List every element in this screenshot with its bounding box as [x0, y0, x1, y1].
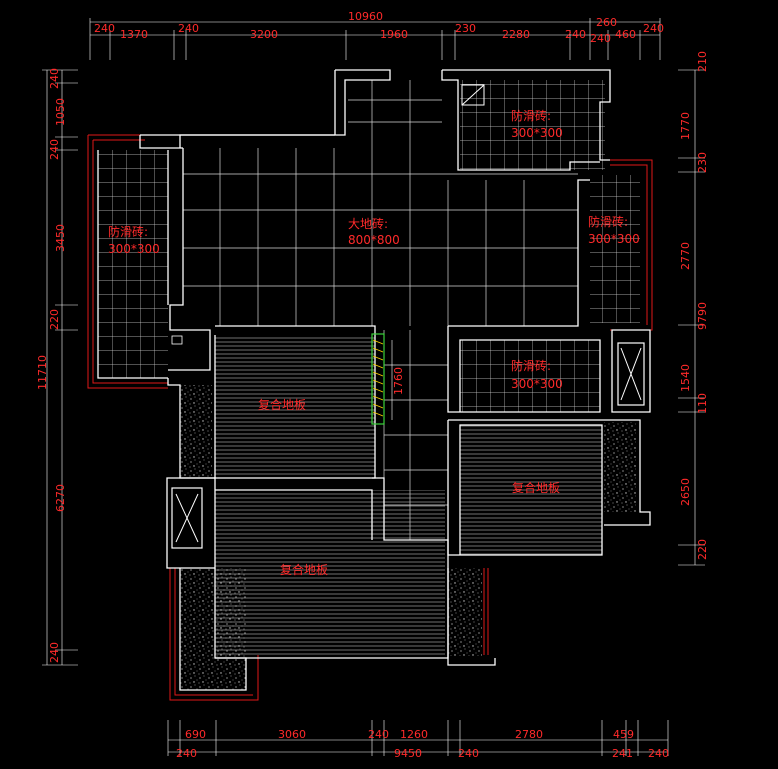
- bedroom-left-label: 复合地板: [258, 397, 306, 412]
- bathroom-size: 300*300: [511, 377, 563, 391]
- dim-top-2: 1370: [120, 28, 148, 41]
- bedroom-bottom-floor: [215, 490, 445, 658]
- dim-right-overlap: 9790: [696, 302, 709, 330]
- dim-right-7: 2650: [679, 478, 692, 506]
- dim-top-1: 240: [94, 22, 115, 35]
- dim-left-3: 240: [48, 139, 61, 160]
- top-right-room-tiles: [460, 80, 605, 170]
- window-left: [171, 487, 203, 549]
- living-room-name: 大地砖:: [348, 216, 388, 231]
- bay-window-right: [604, 422, 636, 512]
- shower-corner: [461, 84, 485, 106]
- dim-left-6: 6270: [54, 484, 67, 512]
- left-balcony-name: 防滑砖:: [108, 224, 148, 239]
- dim-bottom-6: 459: [613, 728, 634, 741]
- bedroom-left-floor: [215, 335, 375, 477]
- dim-bottom-1: 690: [185, 728, 206, 741]
- dim-top-10: 240: [590, 32, 611, 45]
- living-room-size: 800*800: [348, 233, 400, 247]
- left-dimension-lines: [42, 69, 78, 666]
- living-room-tiles: [183, 80, 578, 540]
- dim-top-8: 240: [565, 28, 586, 41]
- bedroom-right-floor: [460, 425, 602, 555]
- dim-bottom-2: 3060: [278, 728, 306, 741]
- dim-right-1: 210: [696, 51, 709, 72]
- outer-red-outline: [87, 134, 653, 701]
- small-fixture: [171, 335, 183, 345]
- bottom-dimension-lines: [167, 720, 669, 756]
- right-balcony-name: 防滑砖:: [588, 214, 628, 229]
- dim-right-3: 230: [696, 152, 709, 173]
- dim-top-6: 230: [455, 22, 476, 35]
- dim-left-7: 240: [48, 642, 61, 663]
- right-balcony-tiles: [590, 175, 640, 323]
- dim-left-2: 1050: [54, 98, 67, 126]
- dim-bottom-5: 2780: [515, 728, 543, 741]
- bedroom-right-label: 复合地板: [512, 480, 560, 495]
- dim-top-12: 240: [643, 22, 664, 35]
- dim-right-6: 110: [696, 393, 709, 414]
- top-right-room-size: 300*300: [511, 126, 563, 140]
- bay-window-bottom-left: [180, 568, 246, 690]
- left-balcony-tiles: [98, 150, 168, 378]
- dim-top-11: 460: [615, 28, 636, 41]
- dim-left-1: 240: [48, 68, 61, 89]
- window-left-cross: [175, 493, 199, 543]
- dim-bottom-4: 1260: [400, 728, 428, 741]
- bay-window-bottom-right: [448, 568, 482, 656]
- walls: [97, 69, 651, 691]
- dim-top-7: 2280: [502, 28, 530, 41]
- dim-top-total: 10960: [348, 10, 383, 23]
- dim-top-5: 1960: [380, 28, 408, 41]
- bathroom-tiles: [460, 340, 600, 412]
- dim-bottom-8: 240: [458, 747, 479, 760]
- dim-left-5: 220: [48, 309, 61, 330]
- dim-bottom-10: 240: [648, 747, 669, 760]
- wardrobe-hatching: [372, 339, 384, 417]
- dim-right-8: 220: [696, 539, 709, 560]
- dim-bottom-3: 240: [368, 728, 389, 741]
- dim-left-total: 11710: [36, 355, 49, 390]
- top-right-room-name: 防滑砖:: [511, 108, 551, 123]
- bathroom-name: 防滑砖:: [511, 358, 551, 373]
- wardrobe: [371, 333, 385, 425]
- window-right: [617, 342, 645, 406]
- dim-bottom-7: 240: [176, 747, 197, 760]
- dim-top-3: 240: [178, 22, 199, 35]
- dim-interior: 1760: [392, 367, 405, 395]
- top-dimension-lines: [89, 18, 661, 60]
- dim-right-2: 1770: [679, 112, 692, 140]
- dim-right-5: 1540: [679, 364, 692, 392]
- dim-bottom-total: 9450: [394, 747, 422, 760]
- right-dimension-lines: [678, 69, 705, 566]
- dim-left-4: 3450: [54, 224, 67, 252]
- dim-top-4: 3200: [250, 28, 278, 41]
- dim-bottom-9: 241: [612, 747, 633, 760]
- right-balcony-size: 300*300: [588, 232, 640, 246]
- bay-window-left: [180, 385, 212, 477]
- dim-top-9: 260: [596, 16, 617, 29]
- left-balcony-size: 300*300: [108, 242, 160, 256]
- window-right-cross: [620, 347, 642, 401]
- dim-right-4: 2770: [679, 242, 692, 270]
- bedroom-bottom-label: 复合地板: [280, 562, 328, 577]
